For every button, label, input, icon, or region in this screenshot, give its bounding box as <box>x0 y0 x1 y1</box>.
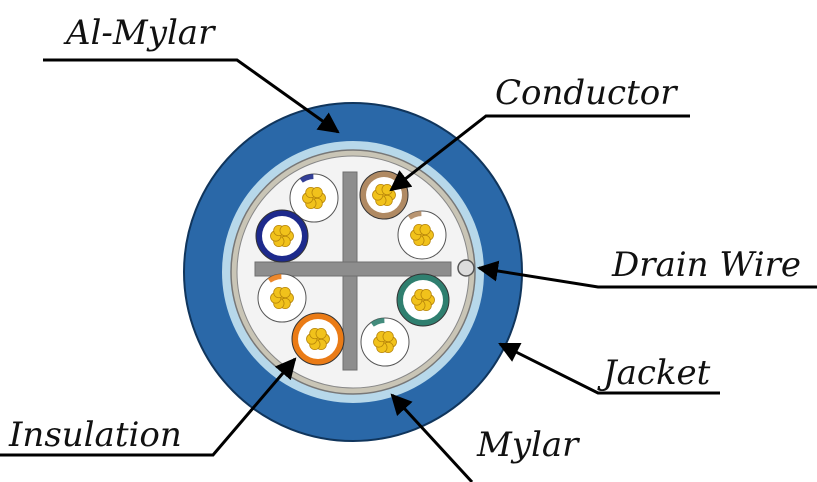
jacket-leader <box>498 342 720 395</box>
insulated-conductor-3 <box>359 170 409 220</box>
jacket-label: Jacket <box>597 353 711 393</box>
insulation-leader <box>0 357 297 457</box>
mylar-label: Mylar <box>476 425 580 465</box>
drain-wire-label: Drain Wire <box>611 245 801 285</box>
insulated-conductor-5 <box>257 273 307 323</box>
insulated-conductor-1 <box>289 173 339 223</box>
cross-separator <box>254 171 452 371</box>
mylar-leader <box>390 393 474 482</box>
insulated-conductor-7 <box>396 273 450 327</box>
insulation-label: Insulation <box>8 415 182 455</box>
insulated-conductor-2 <box>255 209 309 263</box>
conductor-label: Conductor <box>495 73 678 113</box>
drain-wire-leader <box>476 260 817 289</box>
conductor-leader <box>389 114 690 192</box>
insulated-conductor-8 <box>360 317 410 367</box>
insulated-conductor-4 <box>397 210 447 260</box>
al-mylar-leader <box>43 58 340 134</box>
al-mylar-label: Al-Mylar <box>63 13 216 53</box>
leader-lines <box>0 58 817 482</box>
cable-cross-section <box>183 102 523 442</box>
drain-wire <box>457 259 475 277</box>
insulated-conductor-6 <box>291 312 345 366</box>
